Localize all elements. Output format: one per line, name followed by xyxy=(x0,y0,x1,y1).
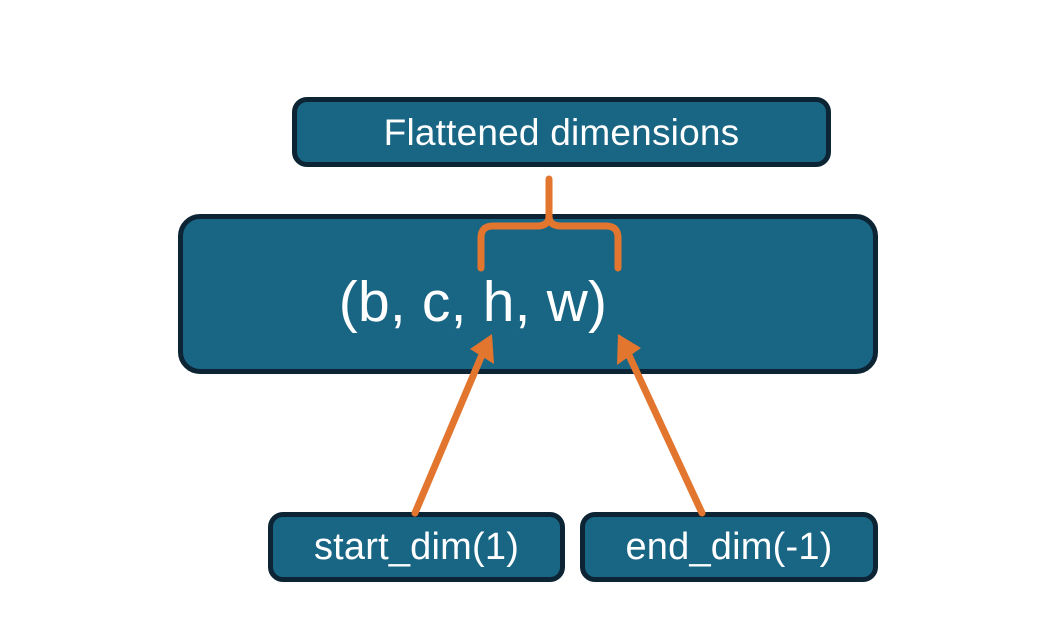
start-dim-label: start_dim(1) xyxy=(313,526,520,568)
flattened-dimensions-label: Flattened dimensions xyxy=(383,111,740,153)
tensor-shape-box[interactable]: (b, c, h, w) xyxy=(178,214,878,374)
end-dim-box[interactable]: end_dim(-1) xyxy=(580,512,878,582)
start-dim-box[interactable]: start_dim(1) xyxy=(268,512,565,582)
flattened-dimensions-box[interactable]: Flattened dimensions xyxy=(292,97,831,167)
end-dim-label: end_dim(-1) xyxy=(625,526,833,568)
tensor-shape-label: (b, c, h, w) xyxy=(338,269,608,334)
